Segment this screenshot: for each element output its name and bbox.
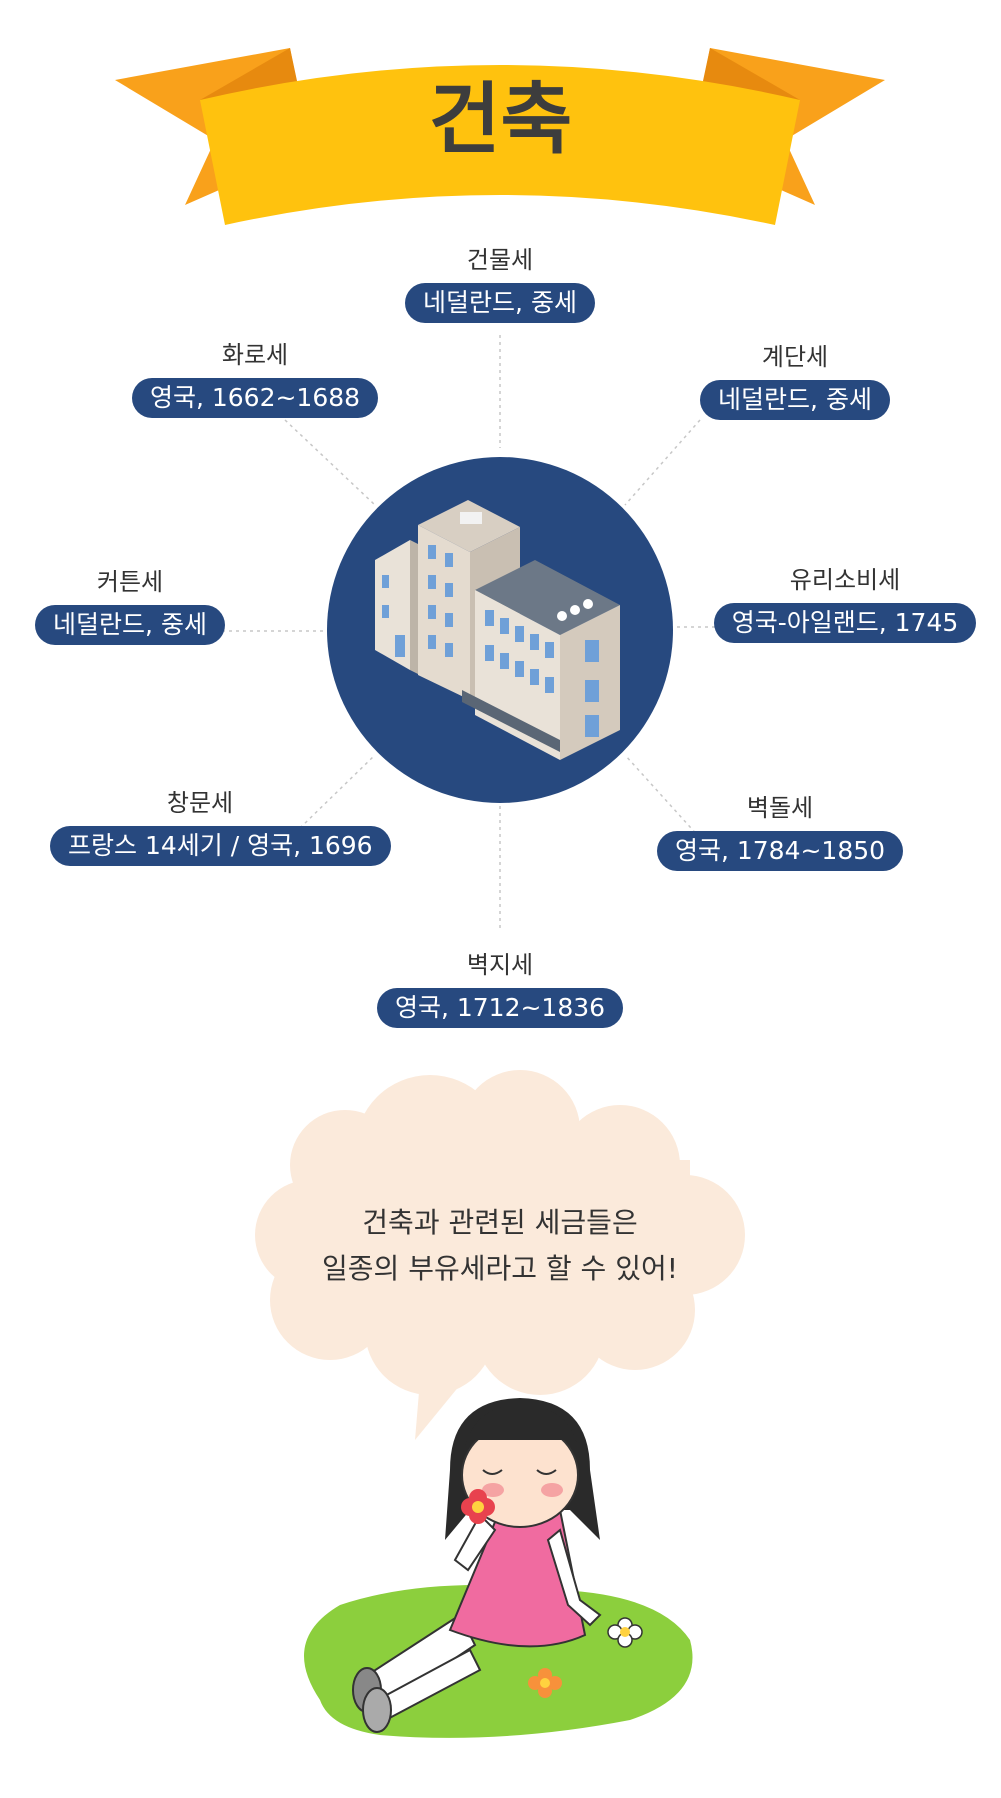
tax-node-brick: 벽돌세 영국, 1784~1850 [630, 793, 930, 871]
tax-node-glass: 유리소비세 영국-아일랜드, 1745 [695, 565, 995, 643]
tax-name: 계단세 [761, 343, 829, 371]
girl-smelling-flower-illustration [304, 1398, 693, 1738]
speech-line-1: 건축과 관련된 세금들은 [362, 1206, 638, 1239]
tax-info: 영국, 1662~1688 [131, 378, 379, 418]
building-icon [327, 457, 673, 803]
tax-name: 화로세 [221, 341, 289, 369]
tax-info: 네덜란드, 중세 [700, 380, 890, 420]
tax-node-curtain: 커튼세 네덜란드, 중세 [0, 567, 280, 645]
tax-name: 벽지세 [466, 951, 534, 979]
tax-info: 영국, 1712~1836 [376, 988, 624, 1028]
page-title: 건축 [428, 75, 573, 165]
tax-name: 유리소비세 [789, 566, 901, 594]
tax-name: 건물세 [466, 246, 534, 274]
speech-bubble [255, 1070, 745, 1440]
tax-info: 네덜란드, 중세 [35, 605, 225, 645]
tax-node-building: 건물세 네덜란드, 중세 [350, 245, 650, 323]
connector-lines [222, 335, 722, 928]
speech-bubble-text: 건축과 관련된 세금들은 일종의 부유세라고 할 수 있어! [250, 1200, 750, 1292]
tax-name: 벽돌세 [746, 794, 814, 822]
title-ribbon [115, 48, 885, 225]
tax-node-wallpaper: 벽지세 영국, 1712~1836 [350, 950, 650, 1028]
tax-name: 커튼세 [96, 568, 164, 596]
tax-info: 영국-아일랜드, 1745 [713, 603, 977, 643]
tax-info: 영국, 1784~1850 [656, 831, 904, 871]
speech-line-2: 일종의 부유세라고 할 수 있어! [322, 1252, 678, 1285]
tax-node-hearth: 화로세 영국, 1662~1688 [105, 340, 405, 418]
tax-info: 네덜란드, 중세 [405, 283, 595, 323]
tax-info: 프랑스 14세기 / 영국, 1696 [50, 826, 391, 866]
tax-name: 창문세 [166, 789, 234, 817]
tax-node-stairs: 계단세 네덜란드, 중세 [645, 342, 945, 420]
tax-node-window: 창문세 프랑스 14세기 / 영국, 1696 [50, 788, 391, 866]
